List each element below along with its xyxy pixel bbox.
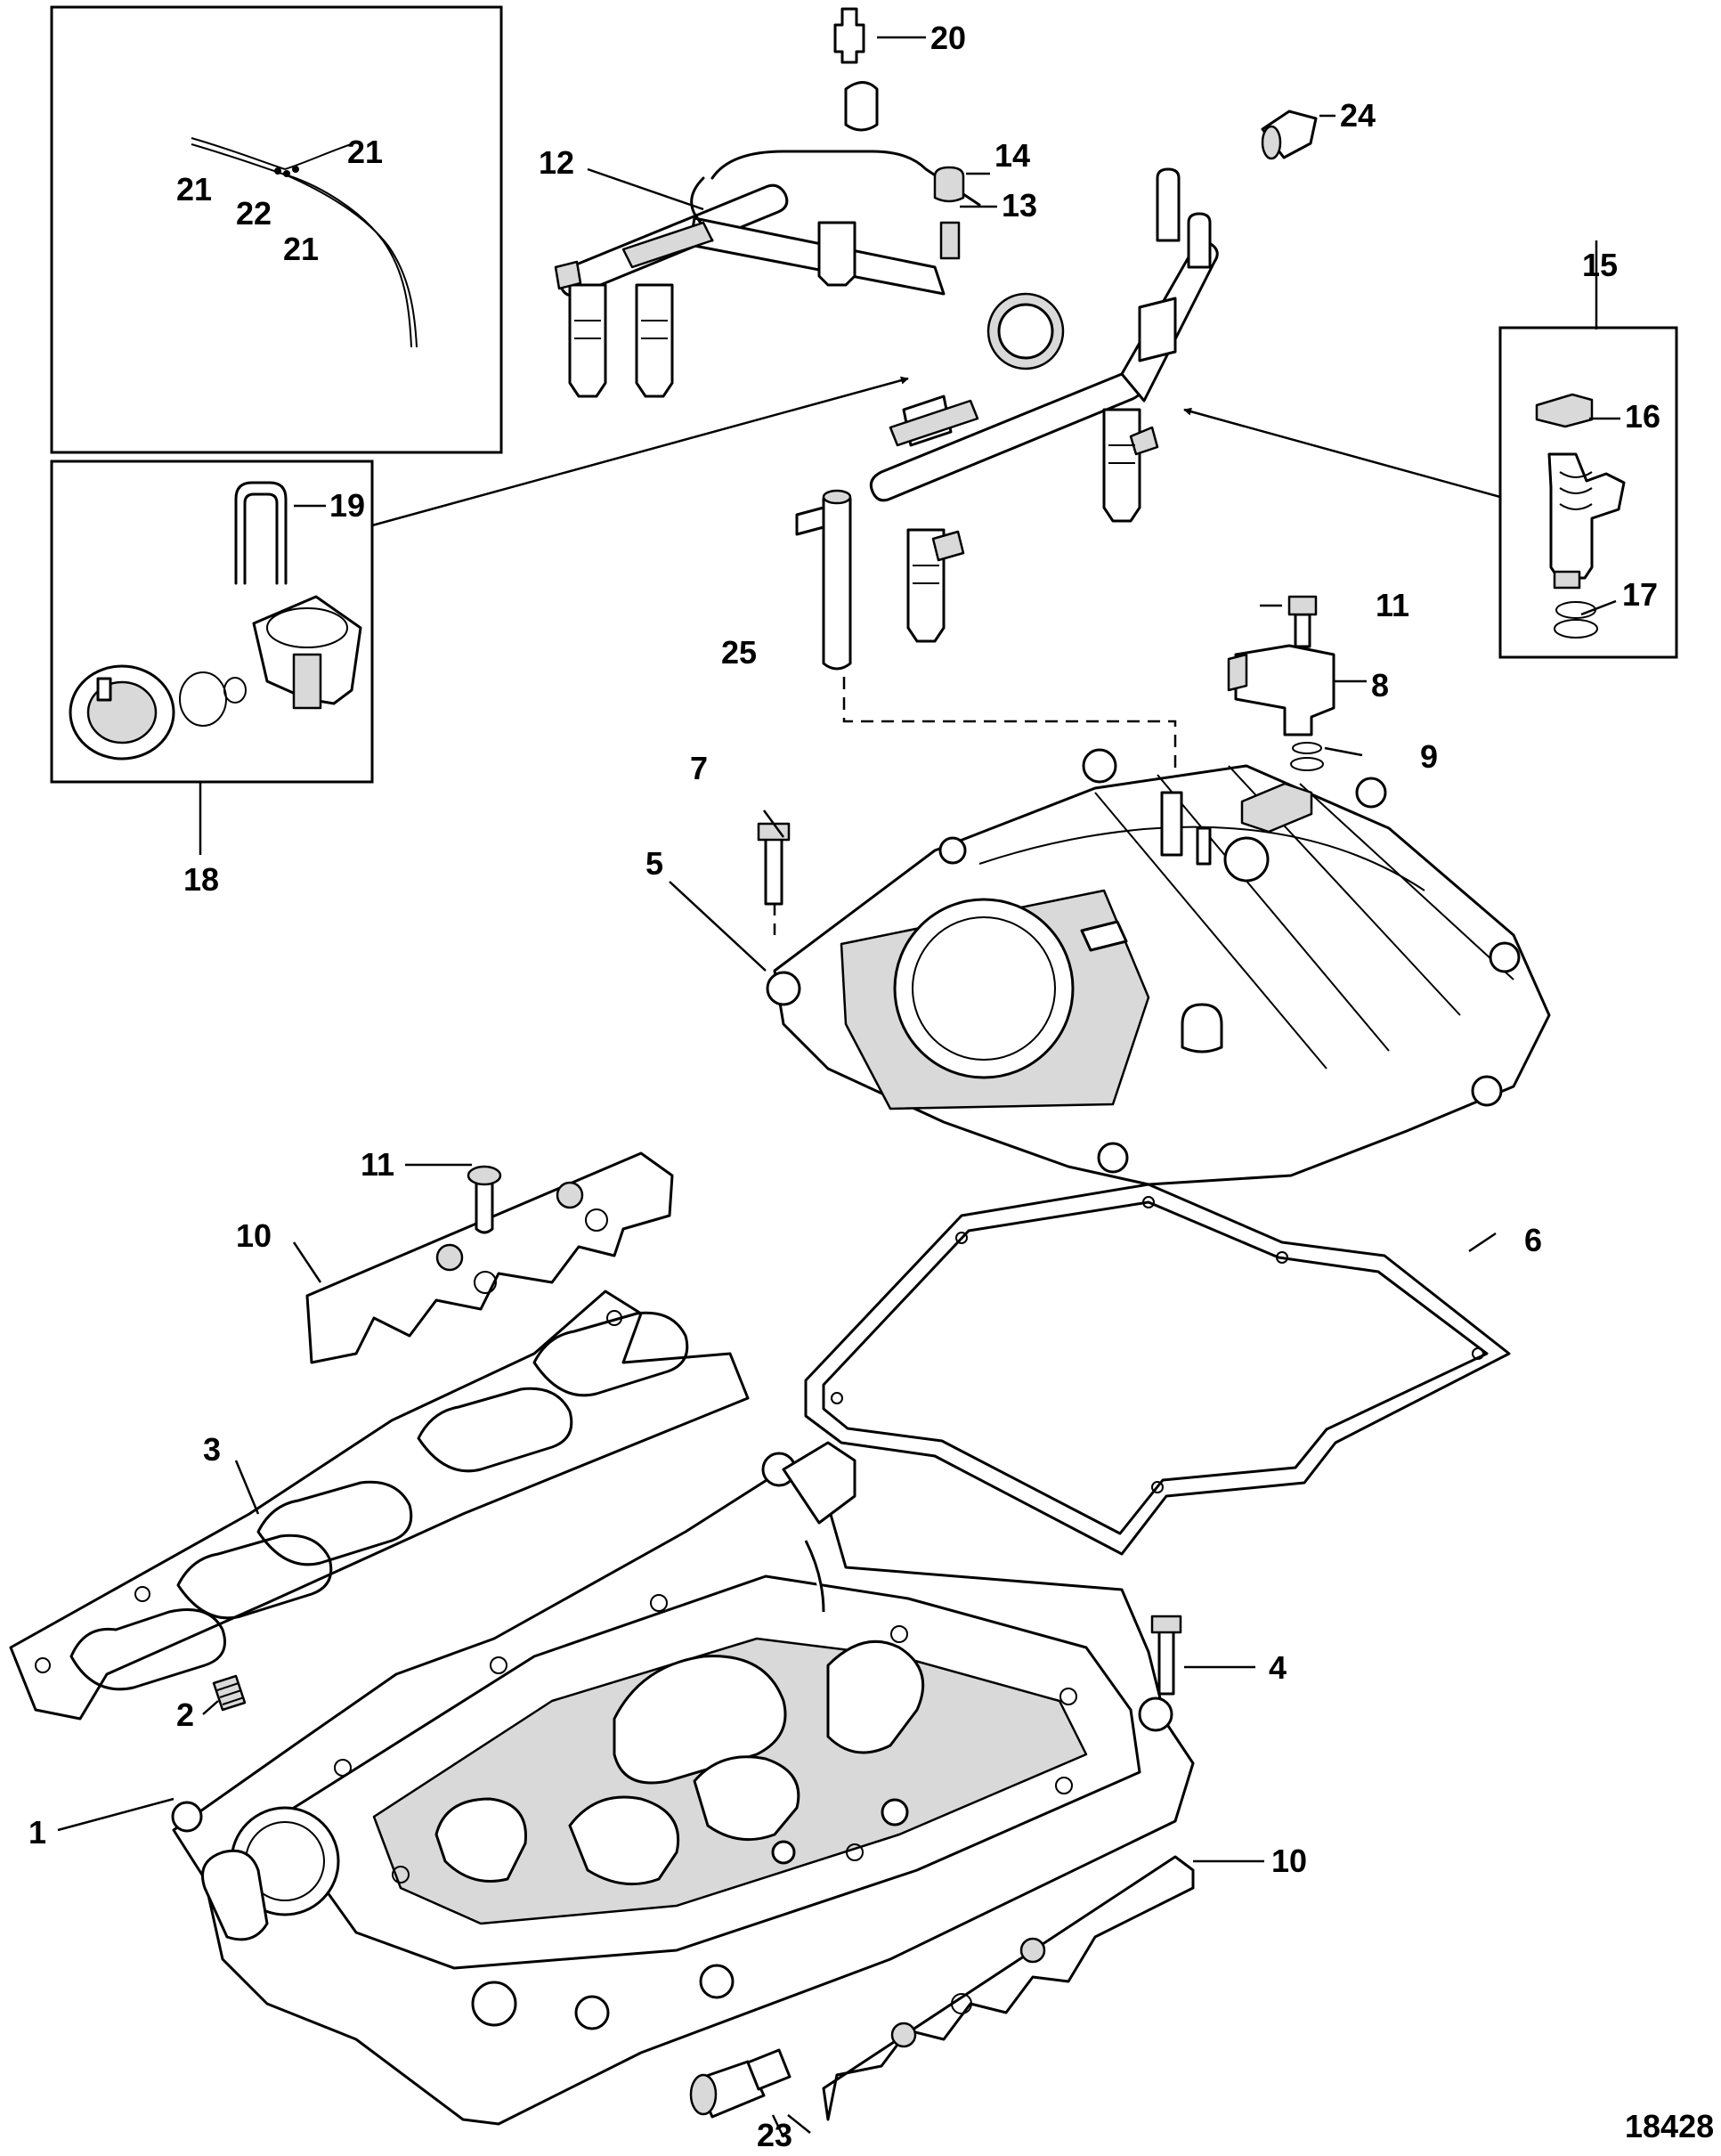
callout-4: 4 bbox=[1269, 1649, 1287, 1686]
runner-1 bbox=[613, 1655, 787, 1785]
callout-21c: 21 bbox=[283, 231, 319, 267]
callout-7: 7 bbox=[690, 750, 708, 786]
callout-9: 9 bbox=[1420, 738, 1438, 775]
callout-5: 5 bbox=[645, 845, 663, 882]
callout-2: 2 bbox=[176, 1696, 194, 1733]
valve-13 bbox=[939, 221, 961, 260]
callout-21b: 21 bbox=[347, 134, 383, 170]
wire-harness-inset bbox=[50, 5, 503, 454]
callout-12: 12 bbox=[539, 144, 574, 181]
retaining-clip bbox=[234, 481, 288, 585]
boss-a bbox=[766, 971, 801, 1006]
callout-6: 6 bbox=[1524, 1222, 1542, 1258]
callout-10b: 10 bbox=[1271, 1843, 1307, 1879]
callout-13: 13 bbox=[1002, 187, 1037, 224]
runner-2 bbox=[826, 1639, 925, 1754]
callout-15: 15 bbox=[1582, 247, 1618, 283]
leader-lines bbox=[57, 36, 1620, 2138]
callout-23: 23 bbox=[757, 2117, 792, 2153]
injector-clip bbox=[1535, 393, 1594, 428]
bracket-right bbox=[889, 399, 979, 447]
schrader-valve-20 bbox=[833, 7, 865, 64]
callout-labels: 20 24 12 14 13 15 16 17 21 21 22 21 19 1… bbox=[28, 20, 1714, 2153]
callout-11a: 11 bbox=[1376, 587, 1409, 623]
fuel-rail-bracket-lower bbox=[822, 1855, 1195, 2121]
callout-24: 24 bbox=[1340, 97, 1376, 134]
callout-17: 17 bbox=[1622, 576, 1658, 613]
bolt-11-lower bbox=[475, 1178, 494, 1234]
gasket-6-holes bbox=[831, 1196, 1484, 1493]
cap-14 bbox=[933, 166, 965, 203]
callout-1: 1 bbox=[28, 1814, 46, 1851]
bolt-4 bbox=[1157, 1628, 1175, 1696]
lower-intake-manifold bbox=[171, 1441, 1195, 2126]
bracket-left bbox=[621, 221, 714, 269]
vacuum-fitting-25 bbox=[822, 497, 852, 671]
callout-8: 8 bbox=[1371, 667, 1389, 704]
callout-11b: 11 bbox=[361, 1146, 394, 1183]
fuel-rail-assembly bbox=[554, 81, 1219, 643]
runner-4 bbox=[434, 1797, 527, 1883]
map-sensor-8 bbox=[1234, 644, 1335, 736]
callout-10a: 10 bbox=[236, 1217, 272, 1254]
callout-16: 16 bbox=[1625, 398, 1660, 435]
callout-19: 19 bbox=[329, 487, 365, 524]
figure-number: 18428 bbox=[1625, 2108, 1714, 2144]
callout-25: 25 bbox=[721, 634, 757, 671]
callout-18: 18 bbox=[183, 861, 219, 898]
pipe-plug-2 bbox=[212, 1674, 247, 1712]
regulator-housing bbox=[252, 595, 362, 705]
intake-gasket-3 bbox=[9, 1290, 750, 1721]
callout-14: 14 bbox=[994, 137, 1030, 174]
runner-5 bbox=[693, 1755, 800, 1842]
callout-21a: 21 bbox=[176, 171, 212, 207]
upper-intake-manifold bbox=[766, 748, 1551, 1186]
fuel-rail-bracket-upper bbox=[305, 1151, 674, 1364]
inset-injector-body bbox=[1547, 452, 1626, 580]
runner-3 bbox=[568, 1795, 680, 1886]
crossover-tube bbox=[690, 176, 714, 242]
rail-injectors bbox=[554, 221, 1159, 643]
o-rings-9 bbox=[1292, 742, 1322, 754]
callout-20: 20 bbox=[930, 20, 966, 56]
callout-22: 22 bbox=[236, 195, 272, 232]
pressure-regulator-inset bbox=[50, 460, 374, 784]
upper-manifold-gasket bbox=[804, 1183, 1511, 1556]
bolt-11-upper bbox=[1294, 613, 1311, 648]
callout-3: 3 bbox=[203, 1431, 221, 1468]
fuel-injector-inset bbox=[1498, 326, 1678, 659]
bolt-7 bbox=[764, 835, 783, 906]
